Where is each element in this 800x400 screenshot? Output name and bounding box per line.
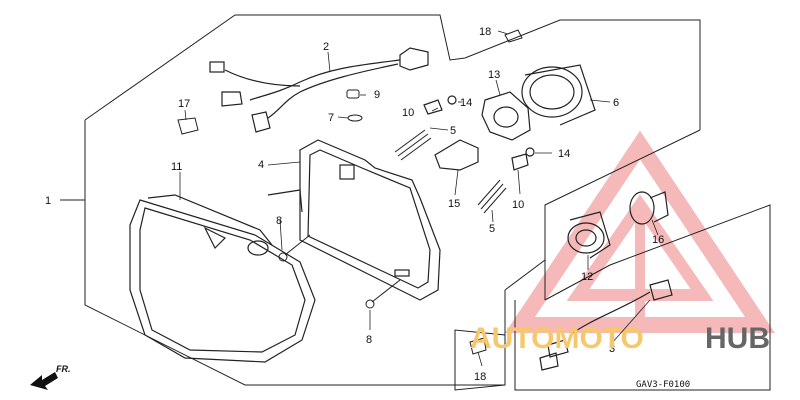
callout-labels: 1 2 3 4 5 5 6 7 8 8 9 10 10 11 12 13 14 … (45, 26, 664, 383)
callout-3: 3 (609, 343, 615, 355)
inset-outline (514, 204, 771, 391)
callout-17: 17 (178, 98, 190, 110)
callout-9: 9 (374, 89, 380, 101)
callout-10b: 10 (512, 199, 524, 211)
adjusting-screws (278, 234, 401, 309)
watermark-part1: AUTOMOTO (470, 322, 644, 355)
position-bulb (177, 117, 199, 135)
callout-16: 16 (652, 234, 664, 246)
callout-10a: 10 (402, 107, 414, 119)
screws-and-grommets (346, 29, 523, 355)
callout-12: 12 (581, 271, 593, 283)
watermark-logo (505, 130, 775, 333)
callout-14a: 14 (460, 97, 472, 109)
headlight-case (267, 139, 441, 301)
headlight-lens (129, 194, 316, 363)
assembly-outline (60, 14, 701, 391)
direction-label: FR. (56, 364, 71, 374)
callout-15: 15 (448, 198, 460, 210)
leader-lines (179, 30, 659, 367)
callout-8b: 8 (366, 334, 372, 346)
callout-8a: 8 (276, 215, 282, 227)
callout-14b: 14 (558, 148, 570, 160)
callout-11: 11 (171, 161, 182, 173)
bulb-socket-cover (423, 64, 596, 171)
callout-1: 1 (45, 195, 51, 207)
callout-6: 6 (613, 97, 619, 109)
callout-5b: 5 (489, 223, 495, 235)
callout-5a: 5 (450, 125, 456, 137)
watermark-text: AUTOMOTO HUB (470, 322, 770, 355)
watermark-part2: HUB (705, 322, 770, 355)
callout-2: 2 (323, 41, 329, 53)
front-direction-arrow: FR. (30, 364, 71, 390)
inset-parts (539, 191, 673, 371)
callout-18b: 18 (474, 371, 486, 383)
callout-4: 4 (258, 159, 264, 171)
wire-harness (209, 47, 429, 133)
callout-13: 13 (488, 69, 500, 81)
adjusting-springs (394, 129, 507, 214)
callout-7: 7 (328, 112, 334, 124)
diagram-code: GAV3-F0100 (636, 380, 690, 390)
callout-18a: 18 (479, 26, 491, 38)
